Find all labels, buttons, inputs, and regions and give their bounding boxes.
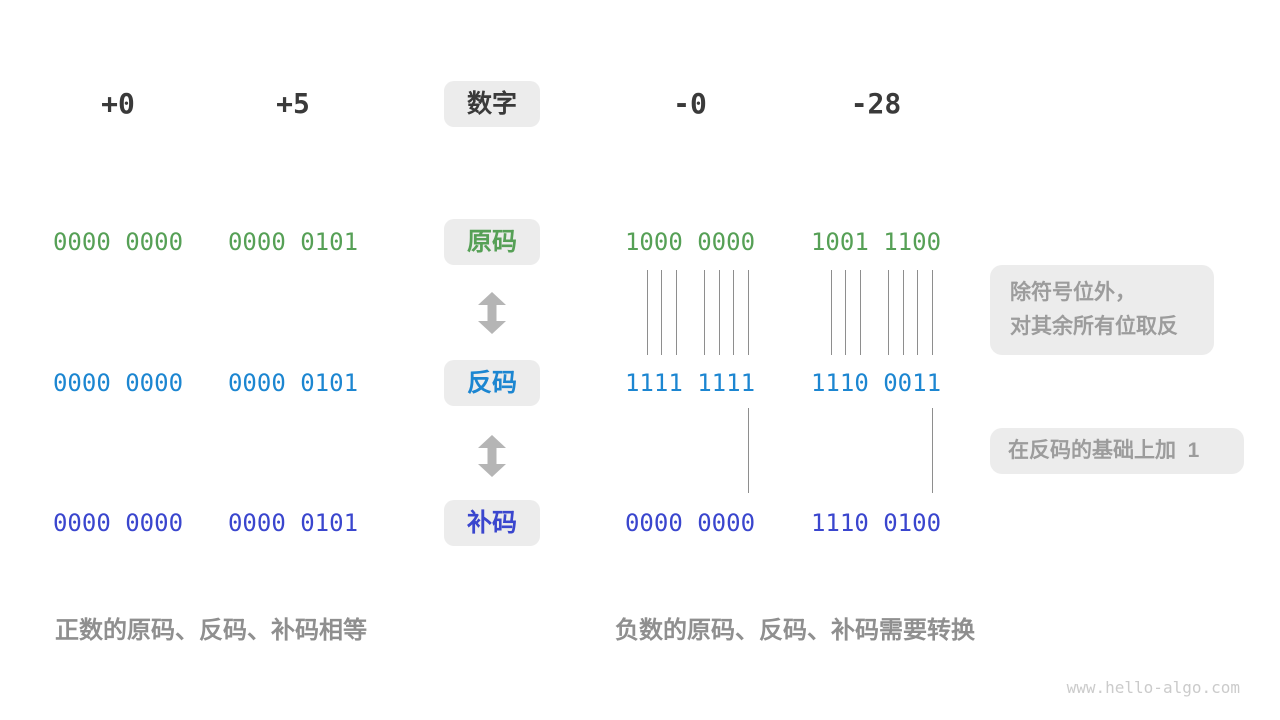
tag-number: 数字 [444, 81, 540, 127]
twos-complement-value-plus0: 0000 0000 [52, 509, 184, 537]
bit-connector-line [845, 270, 846, 355]
sign-magnitude-value-minus28: 1001 1100 [810, 228, 942, 256]
bit-connector-line [676, 270, 677, 355]
note-invert-line1: 除符号位外， [1010, 281, 1136, 304]
ones-complement-value-plus0: 0000 0000 [52, 369, 184, 397]
bit-connector-line [661, 270, 662, 355]
bit-connector-line [917, 270, 918, 355]
sign-magnitude-value-minus0: 1000 0000 [624, 228, 756, 256]
number-minus-zero: -0 [673, 87, 707, 120]
sign-magnitude-value-plus5: 0000 0101 [227, 228, 359, 256]
twos-complement-value-minus28: 1110 0100 [810, 509, 942, 537]
ones-complement-value-minus0: 1111 1111 [624, 369, 756, 397]
note-add-one: 在反码的基础上加 1 [990, 428, 1244, 474]
bit-connector-line [719, 270, 720, 355]
twos-complement-value-plus5: 0000 0101 [227, 509, 359, 537]
tag-ones-complement: 反码 [444, 360, 540, 406]
number-plus-zero: +0 [101, 87, 135, 120]
bit-connector-line [903, 270, 904, 355]
sign-magnitude-value-plus0: 0000 0000 [52, 228, 184, 256]
bit-connector-line [647, 270, 648, 355]
bit-connector-line [748, 408, 749, 493]
bit-connector-line [748, 270, 749, 355]
tag-twos-complement: 补码 [444, 500, 540, 546]
updown-arrow-icon [478, 435, 506, 477]
twos-complement-value-minus0: 0000 0000 [624, 509, 756, 537]
bit-connector-line [888, 270, 889, 355]
number-minus-twentyeight: -28 [850, 87, 902, 120]
bit-connector-line [860, 270, 861, 355]
note-invert-line2: 对其余所有位取反 [1010, 315, 1178, 338]
site-watermark: www.hello-algo.com [1066, 678, 1240, 697]
bit-connector-line [831, 270, 832, 355]
note-invert-bits: 除符号位外， 对其余所有位取反 [990, 265, 1214, 355]
caption-negative-numbers: 负数的原码、反码、补码需要转换 [615, 617, 975, 644]
updown-arrow-icon [478, 292, 506, 334]
bit-connector-line [932, 408, 933, 493]
bit-connector-line [932, 270, 933, 355]
ones-complement-value-plus5: 0000 0101 [227, 369, 359, 397]
bit-connector-line [733, 270, 734, 355]
caption-positive-numbers: 正数的原码、反码、补码相等 [55, 617, 367, 644]
number-plus-five: +5 [276, 87, 310, 120]
tag-sign-magnitude: 原码 [444, 219, 540, 265]
bit-connector-line [704, 270, 705, 355]
ones-complement-value-minus28: 1110 0011 [810, 369, 942, 397]
